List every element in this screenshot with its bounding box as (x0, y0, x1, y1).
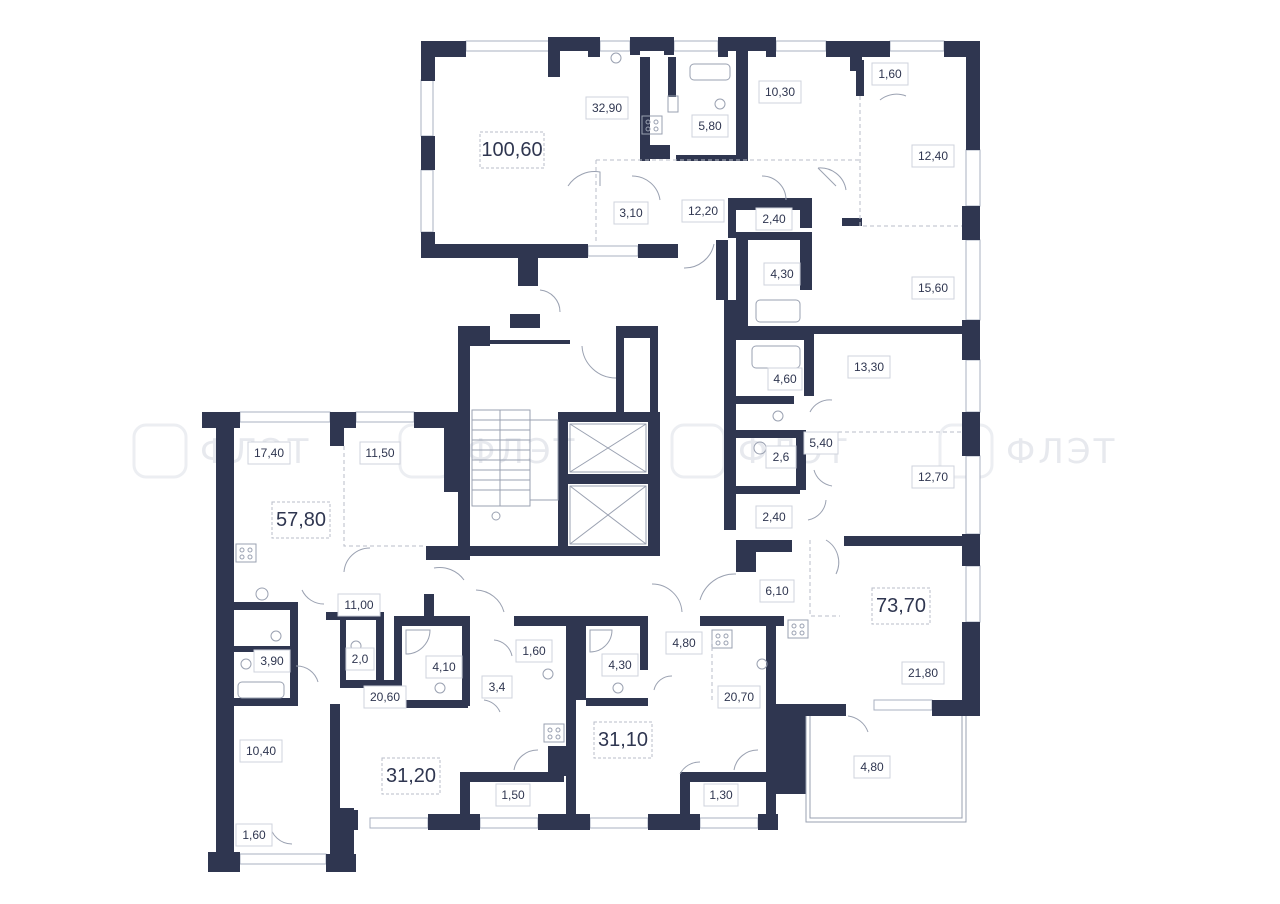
svg-text:1,60: 1,60 (242, 828, 266, 842)
room-label: 11,50 (359, 441, 401, 465)
svg-text:5,40: 5,40 (809, 436, 833, 450)
room-label: 12,20 (681, 199, 725, 223)
room-label: 5,40 (803, 431, 839, 455)
room-label: 20,60 (363, 685, 407, 709)
watermark-text-4: ФЛЭТ (1006, 432, 1117, 472)
svg-text:3,4: 3,4 (489, 680, 506, 694)
room-label: 3,4 (481, 675, 513, 699)
room-label: 13,30 (847, 355, 891, 379)
room-label: 4,10 (425, 655, 463, 679)
svg-text:5,80: 5,80 (698, 119, 722, 133)
room-label: 15,60 (911, 276, 955, 300)
watermark-text-2: ФЛЭТ (466, 432, 577, 472)
room-label: 17,40 (247, 441, 291, 465)
svg-text:11,50: 11,50 (365, 446, 394, 460)
room-label: 1,60 (235, 823, 273, 847)
room-label: 1,60 (871, 62, 909, 86)
svg-text:10,40: 10,40 (246, 744, 276, 758)
svg-text:1,60: 1,60 (522, 644, 546, 658)
svg-text:2,6: 2,6 (773, 450, 790, 464)
svg-text:20,60: 20,60 (370, 690, 400, 704)
svg-text:1,30: 1,30 (709, 788, 733, 802)
apartment-labels: 100,60 57,80 73,70 31,20 31,10 (271, 131, 931, 795)
svg-text:21,80: 21,80 (908, 666, 938, 680)
room-label: 4,60 (767, 367, 803, 391)
svg-text:4,30: 4,30 (770, 267, 794, 281)
elevator-icon (569, 423, 647, 545)
svg-text:15,60: 15,60 (918, 281, 948, 295)
room-label: 2,40 (755, 207, 793, 231)
svg-text:2,40: 2,40 (762, 212, 786, 226)
apartment-area-100: 100,60 (481, 139, 542, 161)
room-label: 2,0 (345, 647, 375, 671)
door-arcs (269, 93, 907, 845)
svg-text:1,50: 1,50 (501, 788, 525, 802)
room-label: 1,50 (495, 783, 531, 807)
room-label: 4,80 (853, 755, 891, 779)
svg-text:3,10: 3,10 (619, 206, 643, 220)
svg-text:32,90: 32,90 (592, 101, 622, 115)
apartment-area-31-20: 31,20 (386, 765, 436, 787)
room-label: 1,60 (515, 639, 553, 663)
room-label: 3,10 (613, 201, 649, 225)
room-label: 5,80 (691, 114, 729, 138)
room-label: 11,00 (337, 593, 381, 617)
plumbing-fixtures (237, 52, 801, 699)
svg-text:17,40: 17,40 (254, 446, 284, 460)
room-label: 12,40 (911, 144, 955, 168)
svg-text:2,0: 2,0 (352, 652, 369, 666)
room-label: 10,40 (239, 739, 283, 763)
stove-icon (235, 115, 809, 743)
apartment-area-73: 73,70 (876, 595, 926, 617)
room-label: 2,40 (755, 505, 793, 529)
svg-text:12,70: 12,70 (918, 470, 948, 484)
room-label: 6,10 (759, 579, 795, 603)
apartment-area-31-10: 31,10 (598, 729, 648, 751)
room-label: 1,30 (703, 783, 739, 807)
apartment-area-57: 57,80 (276, 509, 326, 531)
walls (202, 37, 980, 872)
svg-text:4,30: 4,30 (608, 658, 632, 672)
room-label: 20,70 (717, 685, 761, 709)
svg-text:4,10: 4,10 (432, 660, 456, 674)
room-label: 12,70 (911, 465, 955, 489)
svg-text:11,00: 11,00 (344, 598, 373, 612)
room-labels: 32,90 5,80 10,30 1,60 12,40 3,10 12,20 2… (235, 62, 955, 847)
svg-text:10,30: 10,30 (765, 85, 795, 99)
room-label: 2,6 (765, 445, 797, 469)
stairwell (471, 409, 559, 521)
room-label: 4,80 (665, 631, 703, 655)
zone-lines (343, 96, 962, 700)
svg-text:20,70: 20,70 (724, 690, 754, 704)
svg-text:13,30: 13,30 (854, 360, 884, 374)
room-label: 10,30 (758, 80, 802, 104)
svg-text:4,80: 4,80 (672, 636, 696, 650)
balcony-frame (805, 716, 967, 823)
room-label: 32,90 (585, 96, 629, 120)
room-label: 4,30 (601, 653, 639, 677)
room-label: 3,90 (253, 649, 291, 673)
svg-text:3,90: 3,90 (260, 654, 284, 668)
svg-text:12,20: 12,20 (688, 204, 718, 218)
svg-text:12,40: 12,40 (918, 149, 948, 163)
room-label: 21,80 (901, 661, 945, 685)
svg-text:4,60: 4,60 (773, 372, 797, 386)
svg-text:4,80: 4,80 (860, 760, 884, 774)
room-label: 4,30 (763, 262, 801, 286)
svg-text:6,10: 6,10 (765, 584, 789, 598)
svg-text:1,60: 1,60 (878, 67, 902, 81)
svg-text:2,40: 2,40 (762, 510, 786, 524)
